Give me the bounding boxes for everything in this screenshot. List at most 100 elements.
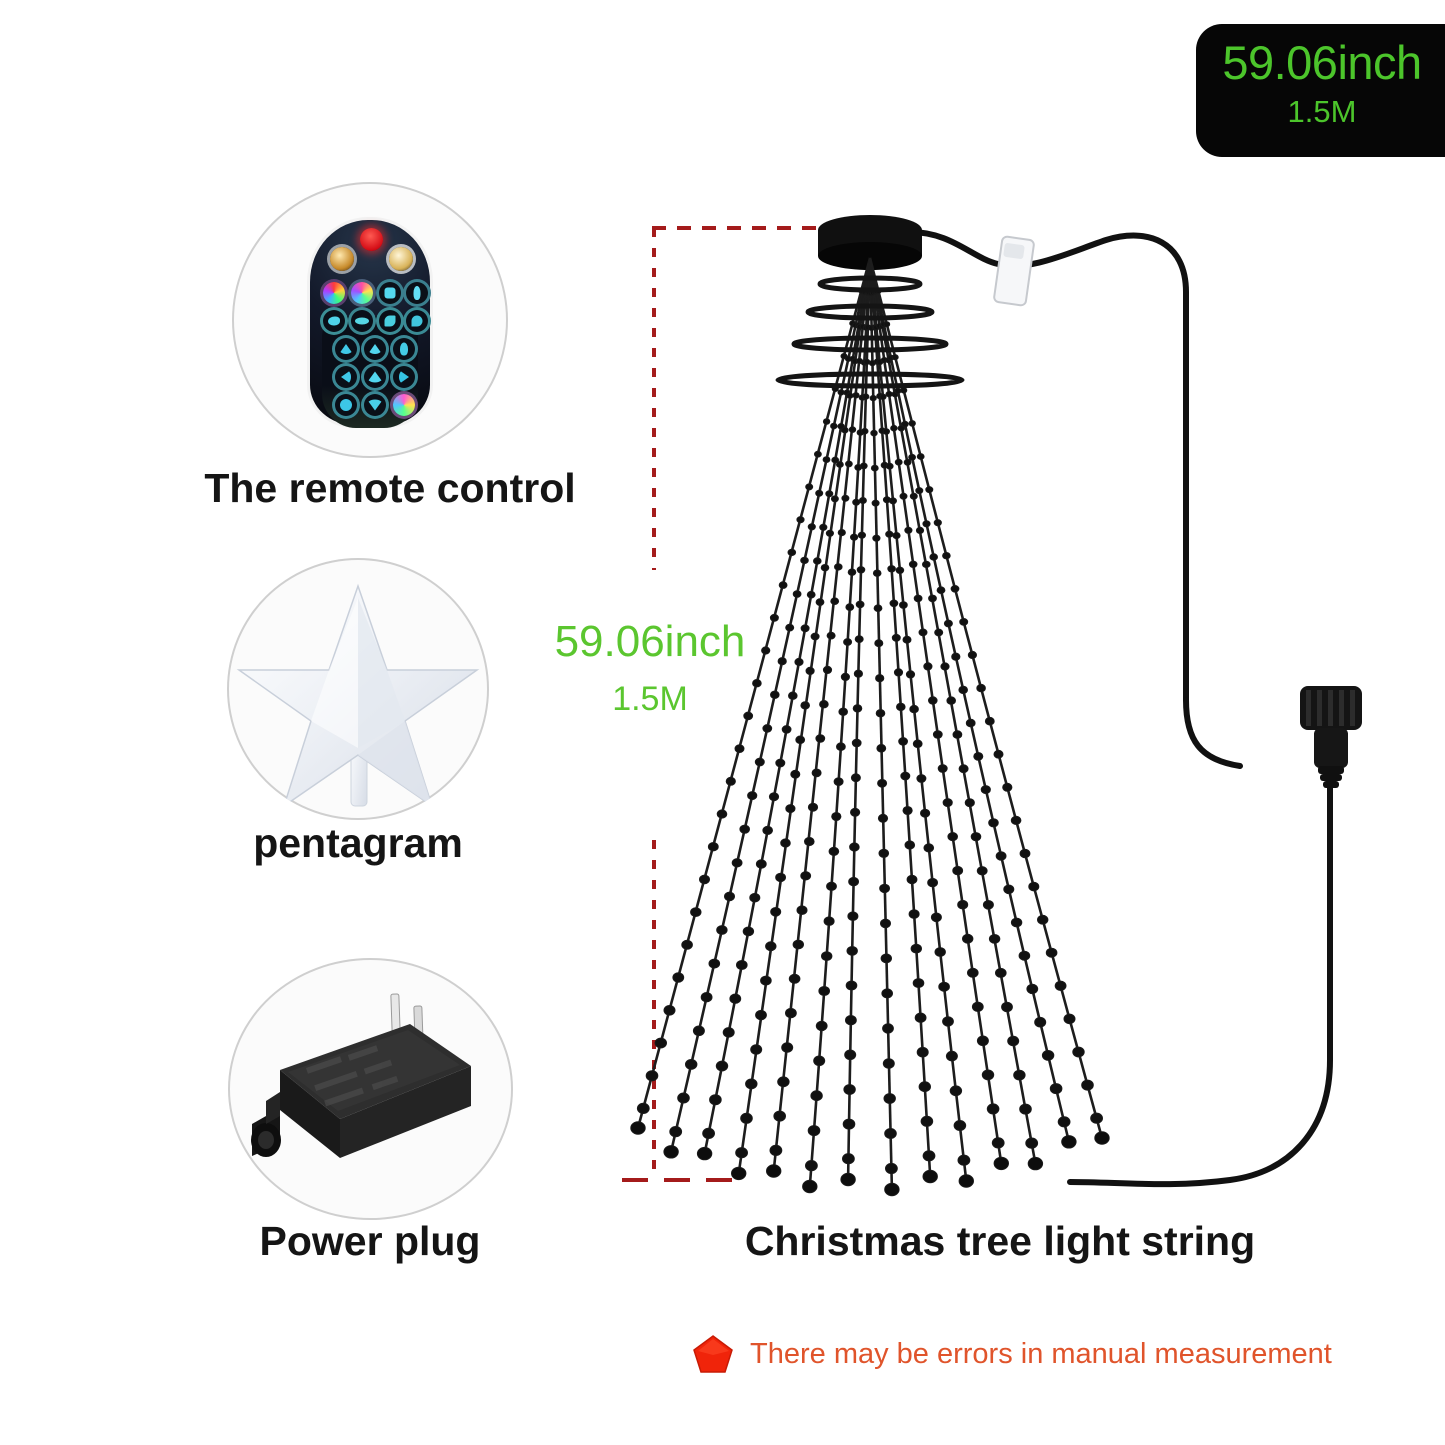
led-bead-end xyxy=(922,1169,938,1184)
led-bead xyxy=(893,668,904,677)
led-bead xyxy=(885,462,894,470)
led-bead xyxy=(889,497,897,505)
power-cord-upper xyxy=(907,229,1189,703)
led-bead xyxy=(885,1162,898,1175)
led-bead xyxy=(916,774,927,783)
feature-circle-plug xyxy=(228,958,513,1220)
led-bead xyxy=(813,1055,826,1067)
led-bead xyxy=(958,685,969,695)
led-bead xyxy=(677,1092,690,1104)
led-bead xyxy=(912,739,923,749)
led-bead xyxy=(1090,1112,1104,1124)
led-bead xyxy=(877,813,889,823)
led-bead xyxy=(1002,782,1013,792)
led-bead xyxy=(964,798,975,808)
led-bead xyxy=(874,639,884,648)
led-bead-end xyxy=(958,1174,974,1188)
led-bead-end xyxy=(630,1121,646,1135)
led-bead xyxy=(908,453,917,461)
led-bead xyxy=(943,619,953,628)
led-bead xyxy=(982,900,994,910)
led-bead-end xyxy=(766,1164,782,1178)
led-bead xyxy=(959,618,969,626)
strand-ring xyxy=(791,335,949,353)
led-bead-end xyxy=(663,1145,679,1159)
led-bead xyxy=(881,988,894,999)
led-bead xyxy=(825,490,834,498)
measurement-note: There may be errors in manual measuremen… xyxy=(692,1332,1332,1376)
led-bead xyxy=(852,704,863,713)
power-adapter-icon xyxy=(251,993,471,1158)
led-bead xyxy=(830,495,839,503)
led-bead xyxy=(645,1070,659,1082)
led-bead xyxy=(852,498,861,506)
led-bead xyxy=(769,1144,783,1157)
size-badge: 59.06inch 1.5M xyxy=(1196,24,1445,157)
led-bead xyxy=(910,943,922,954)
led-bead xyxy=(916,453,925,460)
led-bead xyxy=(749,892,761,903)
led-bead xyxy=(957,1154,971,1166)
led-bead-end xyxy=(696,1146,713,1161)
led-bead xyxy=(976,683,986,693)
led-bead xyxy=(901,420,909,428)
led-bead xyxy=(669,1126,683,1138)
led-bead-end xyxy=(1027,1156,1044,1171)
led-bead xyxy=(692,1025,705,1037)
led-bead xyxy=(1010,917,1023,928)
led-bead xyxy=(806,590,816,599)
led-bead xyxy=(980,785,991,795)
led-bead xyxy=(735,1147,749,1159)
led-bead xyxy=(846,392,854,399)
led-bead xyxy=(929,553,939,561)
led-strand xyxy=(868,257,894,1190)
led-bead xyxy=(854,635,864,644)
led-bead xyxy=(863,358,871,365)
led-bead xyxy=(984,716,995,726)
led-bead xyxy=(805,483,814,491)
led-bead xyxy=(880,953,892,964)
led-bead xyxy=(1045,947,1058,958)
led-bead xyxy=(1018,950,1031,961)
led-bead xyxy=(810,632,820,641)
led-bead xyxy=(912,978,925,989)
remote-color-button xyxy=(323,282,345,304)
led-bead xyxy=(788,691,798,700)
led-bead xyxy=(819,700,829,709)
led-bead xyxy=(836,461,844,468)
led-bead xyxy=(967,650,977,660)
led-bead xyxy=(937,764,948,773)
led-bead xyxy=(914,1012,927,1023)
led-bead xyxy=(900,387,908,394)
led-bead xyxy=(755,1009,767,1021)
led-bead xyxy=(636,1102,650,1115)
led-bead xyxy=(902,635,912,644)
led-bead xyxy=(1054,980,1067,991)
led-bead xyxy=(922,560,931,569)
led-bead xyxy=(822,418,831,425)
led-bead xyxy=(945,1050,958,1062)
led-bead-end xyxy=(731,1166,747,1181)
led-bead-end xyxy=(1094,1131,1110,1145)
led-bead xyxy=(722,1027,735,1038)
led-bead xyxy=(796,905,808,916)
led-bead xyxy=(1041,1050,1055,1061)
led-bead xyxy=(904,840,916,850)
led-bead xyxy=(807,802,819,812)
dimension-line-bottom xyxy=(622,840,738,1182)
led-bead xyxy=(1001,1001,1013,1013)
led-bead xyxy=(947,832,959,842)
led-bead xyxy=(800,624,810,633)
led-bead xyxy=(715,1060,729,1072)
led-bead xyxy=(762,825,773,836)
led-bead xyxy=(952,865,964,876)
led-bead xyxy=(742,926,755,937)
remote-mode-button xyxy=(335,394,357,416)
led-bead xyxy=(988,934,1001,944)
led-bead xyxy=(716,925,728,935)
led-bead xyxy=(654,1037,667,1049)
led-bead xyxy=(991,1137,1005,1149)
remote-arrow-up-button xyxy=(364,338,386,360)
led-bead xyxy=(920,1115,934,1127)
